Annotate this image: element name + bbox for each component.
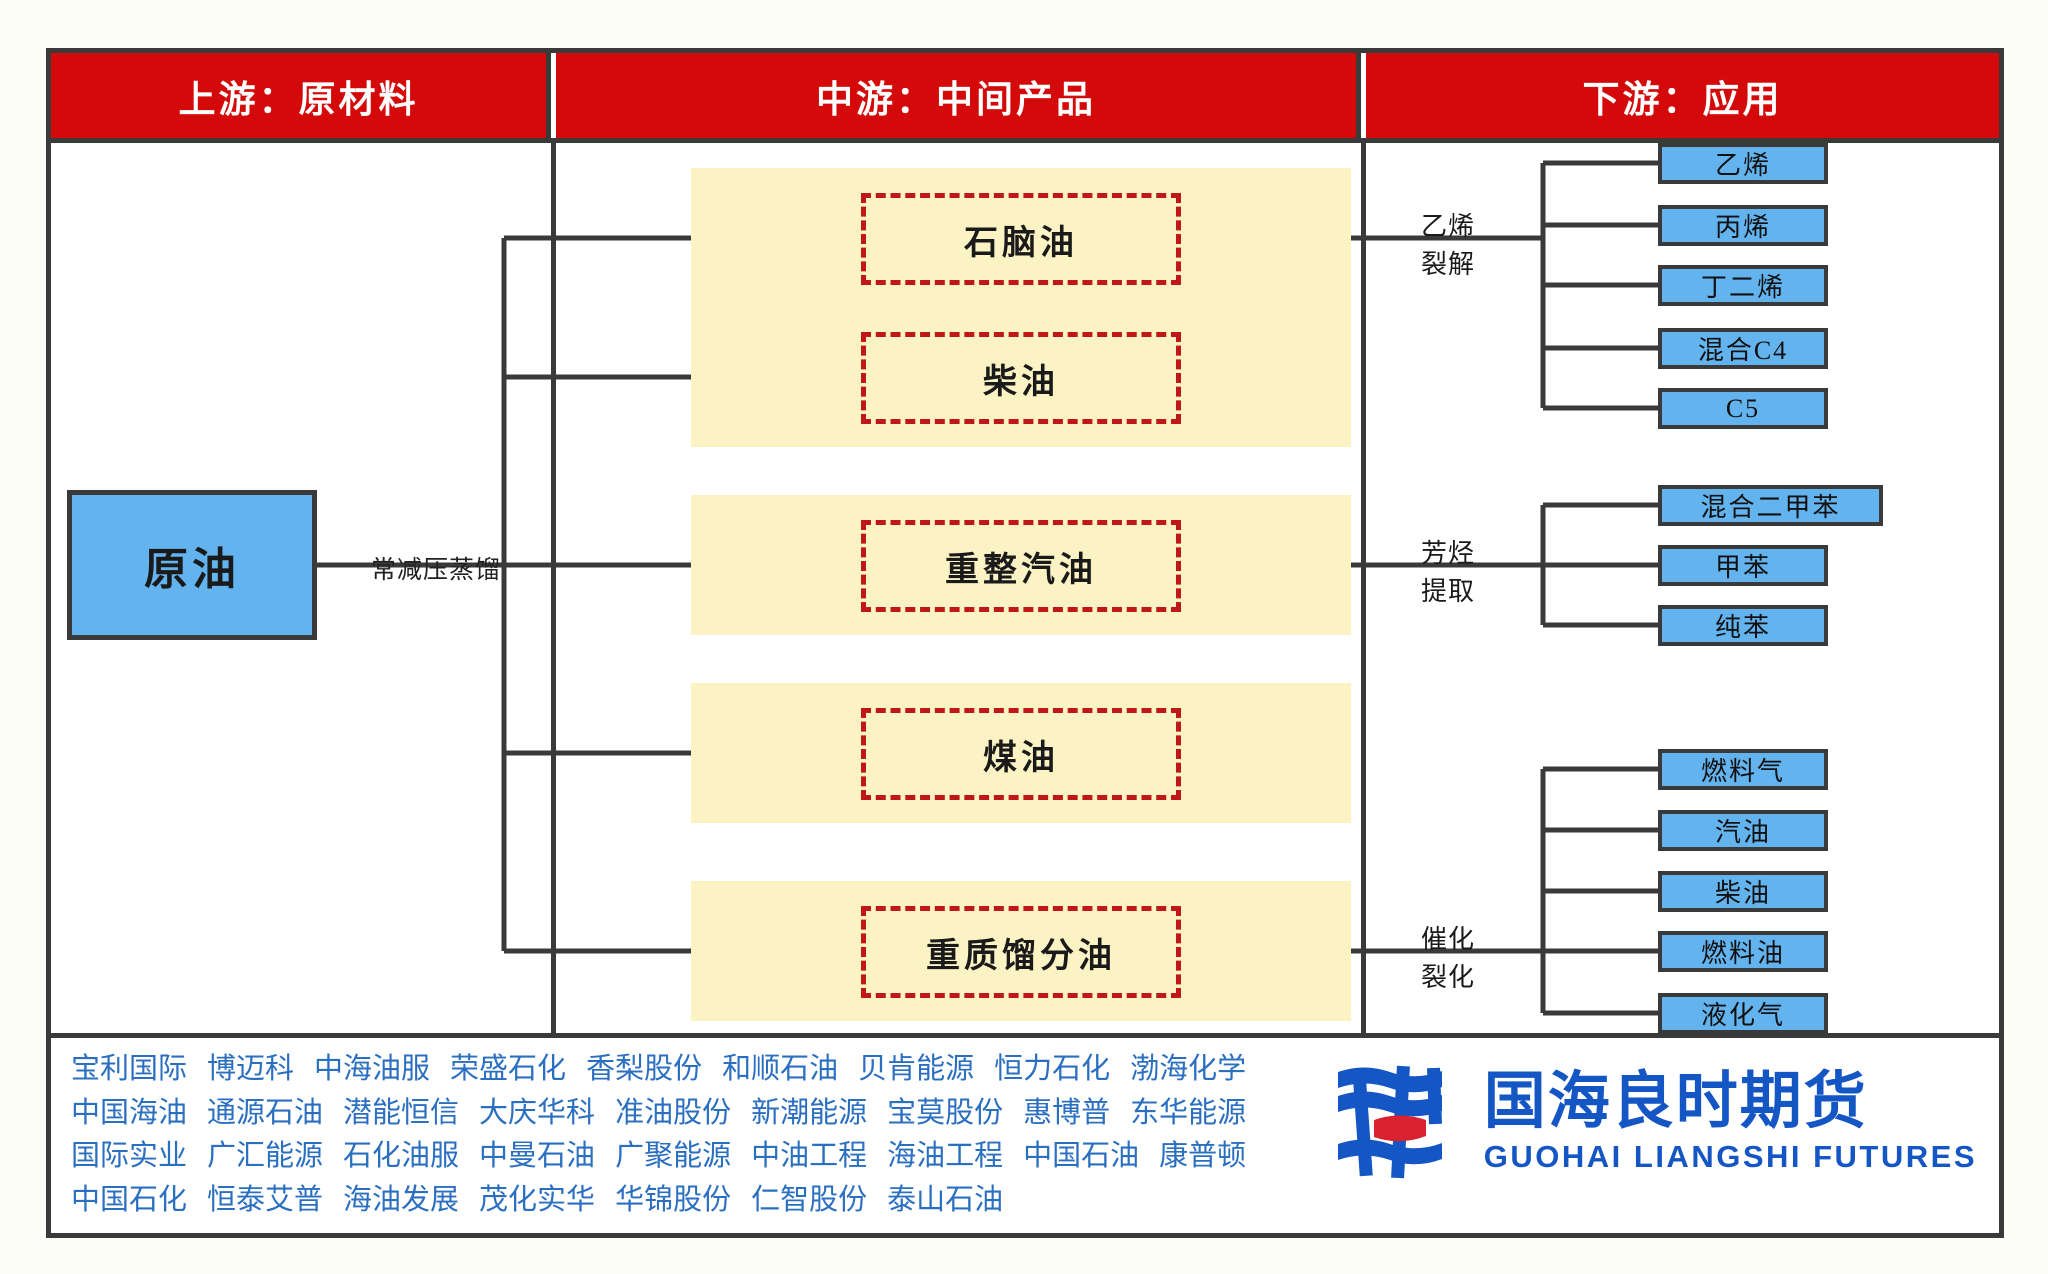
process-label-line2: 裂解 [1420, 249, 1475, 279]
midstream-product-diesel: 柴油 [861, 332, 1181, 424]
stock-item: 香梨股份 [586, 1053, 703, 1085]
chip-gasoline: 汽油 [1658, 810, 1828, 851]
stock-item: 广汇能源 [207, 1140, 324, 1172]
stock-row: 国际实业 广汇能源 石化油服 中曼石油 广聚能源 中油工程 海油工程 中国石油 … [71, 1135, 1401, 1179]
stock-item: 新潮能源 [751, 1096, 868, 1129]
stock-item: 渤海化学 [1130, 1053, 1247, 1085]
stock-item: 贝肯能源 [858, 1053, 975, 1085]
stock-item: 中国石化 [71, 1183, 188, 1216]
stock-list: 宝利国际 博迈科 中海油服 荣盛石化 香梨股份 和顺石油 贝肯能源 恒力石化 渤… [71, 1048, 1401, 1222]
header-downstream: 下游：应用 [1366, 53, 1999, 138]
header-midstream: 中游：中间产品 [556, 53, 1361, 138]
chip-c5: C5 [1658, 388, 1828, 429]
stock-row: 中国海油 通源石油 潜能恒信 大庆华科 准油股份 新潮能源 宝莫股份 惠博普 东… [71, 1092, 1401, 1136]
stock-item: 康普顿 [1159, 1140, 1247, 1172]
stock-item: 石化油服 [343, 1140, 460, 1172]
stock-item: 宝利国际 [71, 1053, 188, 1085]
logo-text: 国海良时期货 GUOHAI LIANGSHI FUTURES [1484, 1069, 1977, 1174]
stock-item: 广聚能源 [615, 1140, 732, 1172]
process-label-line2: 裂化 [1420, 962, 1475, 992]
stock-item: 恒泰艾普 [207, 1183, 324, 1216]
chip-ethylene: 乙烯 [1658, 143, 1828, 184]
process-label-aromatics-extraction: 芳烃 提取 [1383, 535, 1513, 610]
process-label-line1: 芳烃 [1420, 539, 1475, 568]
stock-row: 宝利国际 博迈科 中海油服 荣盛石化 香梨股份 和顺石油 贝肯能源 恒力石化 渤… [71, 1048, 1401, 1092]
process-label-ethylene-cracking: 乙烯 裂解 [1383, 208, 1513, 283]
chip-benzene: 纯苯 [1658, 605, 1828, 646]
stock-item: 和顺石油 [722, 1053, 839, 1085]
stock-item: 恒力石化 [994, 1053, 1111, 1085]
midstream-band: 重整汽油 [691, 495, 1351, 635]
midstream-product-naphtha: 石脑油 [861, 193, 1181, 285]
midstream-band: 重质馏分油 [691, 881, 1351, 1021]
header-divider [51, 138, 1999, 143]
footer: 宝利国际 博迈科 中海油服 荣盛石化 香梨股份 和顺石油 贝肯能源 恒力石化 渤… [51, 1033, 1999, 1233]
diagram-frame: 上游：原材料 中游：中间产品 下游：应用 [46, 48, 2004, 1238]
guohai-logo-icon [1337, 1065, 1442, 1179]
stock-item: 荣盛石化 [450, 1053, 567, 1085]
stock-item: 仁智股份 [751, 1183, 868, 1216]
chip-butadiene: 丁二烯 [1658, 265, 1828, 306]
midstream-band: 煤油 [691, 683, 1351, 823]
chip-toluene: 甲苯 [1658, 545, 1828, 586]
logo-english-name: GUOHAI LIANGSHI FUTURES [1483, 1138, 1977, 1174]
company-logo: 国海良时期货 GUOHAI LIANGSHI FUTURES [1334, 1062, 1977, 1182]
process-label-catalytic-cracking: 催化 裂化 [1383, 921, 1513, 996]
chip-mixed-c4: 混合C4 [1658, 328, 1828, 369]
stock-item: 东华能源 [1130, 1096, 1247, 1129]
distillation-process-label: 常减压蒸馏 [370, 557, 501, 584]
stock-item: 潜能恒信 [343, 1096, 460, 1129]
chip-propylene: 丙烯 [1658, 205, 1828, 246]
chip-diesel: 柴油 [1658, 871, 1828, 912]
logo-chinese-name: 国海良时期货 [1483, 1067, 1868, 1137]
chip-fuel-gas: 燃料气 [1658, 749, 1828, 790]
midstream-product-heavy-distillate: 重质馏分油 [861, 906, 1181, 998]
header-upstream: 上游：原材料 [51, 53, 551, 138]
stock-item: 泰山石油 [887, 1183, 1004, 1216]
stock-item: 华锦股份 [615, 1183, 732, 1216]
stock-item: 准油股份 [615, 1096, 732, 1129]
process-label-line2: 提取 [1420, 576, 1475, 606]
stock-item: 海油工程 [887, 1140, 1004, 1172]
stock-item: 通源石油 [207, 1096, 324, 1129]
chip-lpg: 液化气 [1658, 993, 1828, 1034]
process-label-line1: 乙烯 [1420, 212, 1475, 241]
stock-item: 茂化实华 [479, 1183, 596, 1216]
stock-item: 博迈科 [207, 1053, 295, 1085]
midstream-product-reformate: 重整汽油 [861, 520, 1181, 612]
midstream-product-kerosene: 煤油 [861, 708, 1181, 800]
stock-item: 中国海油 [71, 1096, 188, 1129]
stock-row: 中国石化 恒泰艾普 海油发展 茂化实华 华锦股份 仁智股份 泰山石油 [71, 1179, 1401, 1223]
chip-fuel-oil: 燃料油 [1658, 931, 1828, 972]
stock-item: 中国石油 [1023, 1140, 1140, 1172]
process-label-line1: 催化 [1420, 925, 1475, 954]
column-divider-midstream-downstream [1361, 143, 1366, 1098]
stock-item: 中油工程 [751, 1140, 868, 1172]
stock-item: 大庆华科 [479, 1096, 596, 1129]
column-divider-upstream-midstream [551, 143, 556, 1098]
midstream-band: 柴油 [691, 307, 1351, 447]
stock-item: 海油发展 [343, 1183, 460, 1216]
chip-mixed-xylene: 混合二甲苯 [1658, 485, 1883, 526]
midstream-band: 石脑油 [691, 168, 1351, 308]
stock-item: 中海油服 [314, 1053, 431, 1085]
stock-item: 惠博普 [1023, 1096, 1111, 1129]
stock-item: 国际实业 [71, 1140, 188, 1172]
stock-item: 中曼石油 [479, 1140, 596, 1172]
stock-item: 宝莫股份 [887, 1096, 1004, 1129]
crude-oil-box: 原油 [67, 490, 317, 640]
